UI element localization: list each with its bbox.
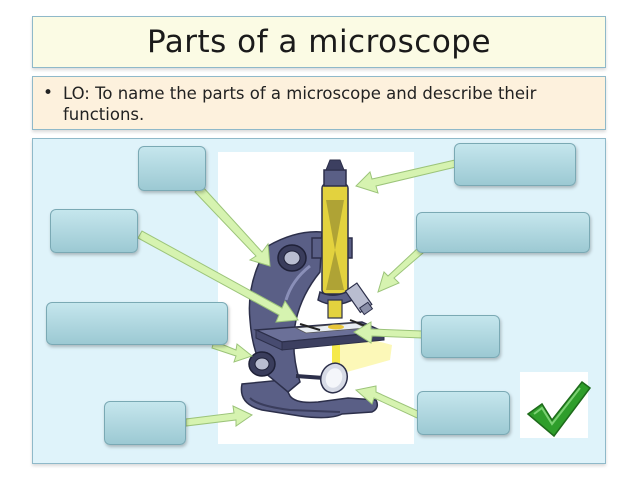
tube-shade-top bbox=[326, 200, 344, 250]
arrow-1 bbox=[194, 185, 271, 267]
eyepiece-top bbox=[325, 159, 345, 171]
learning-objective-text: LO: To name the parts of a microscope an… bbox=[63, 84, 537, 124]
page-title: Parts of a microscope bbox=[146, 24, 492, 60]
objective-lens-main bbox=[327, 299, 343, 319]
arrow-4 bbox=[185, 405, 253, 427]
bullet-point: • bbox=[43, 83, 54, 103]
label-box-5[interactable] bbox=[454, 143, 576, 186]
fine-focus-knob-cap bbox=[254, 357, 270, 371]
stage-front bbox=[281, 331, 385, 351]
label-box-6[interactable] bbox=[416, 212, 590, 253]
learning-objective-box: • LO: To name the parts of a microscope … bbox=[32, 76, 606, 130]
label-arrows bbox=[137, 159, 457, 427]
specimen bbox=[328, 324, 344, 330]
arrow-8 bbox=[354, 385, 421, 419]
base-edge bbox=[249, 397, 341, 413]
mirror-arm bbox=[295, 374, 325, 380]
title-box: Parts of a microscope bbox=[32, 16, 606, 68]
arrow-7 bbox=[353, 321, 423, 344]
coarse-focus-knob-cap bbox=[283, 250, 301, 266]
tube-shade-bottom bbox=[326, 250, 344, 290]
light-beam bbox=[332, 330, 340, 378]
arrow-5 bbox=[355, 159, 457, 194]
arm-highlight bbox=[284, 264, 311, 301]
arrow-6 bbox=[377, 247, 424, 293]
stage-clip-left bbox=[299, 323, 321, 331]
label-box-1[interactable] bbox=[138, 146, 206, 191]
checkmark-highlight bbox=[533, 387, 581, 426]
label-box-8[interactable] bbox=[417, 391, 510, 435]
label-box-2[interactable] bbox=[50, 209, 138, 253]
objective-lens-side bbox=[344, 282, 374, 316]
eyepiece bbox=[323, 169, 347, 187]
arrow-2 bbox=[137, 230, 299, 323]
mirror-shine bbox=[325, 368, 343, 388]
label-box-3[interactable] bbox=[46, 302, 228, 345]
stage-clip-right bbox=[349, 319, 367, 327]
label-box-4[interactable] bbox=[104, 401, 186, 445]
label-box-7[interactable] bbox=[421, 315, 500, 358]
